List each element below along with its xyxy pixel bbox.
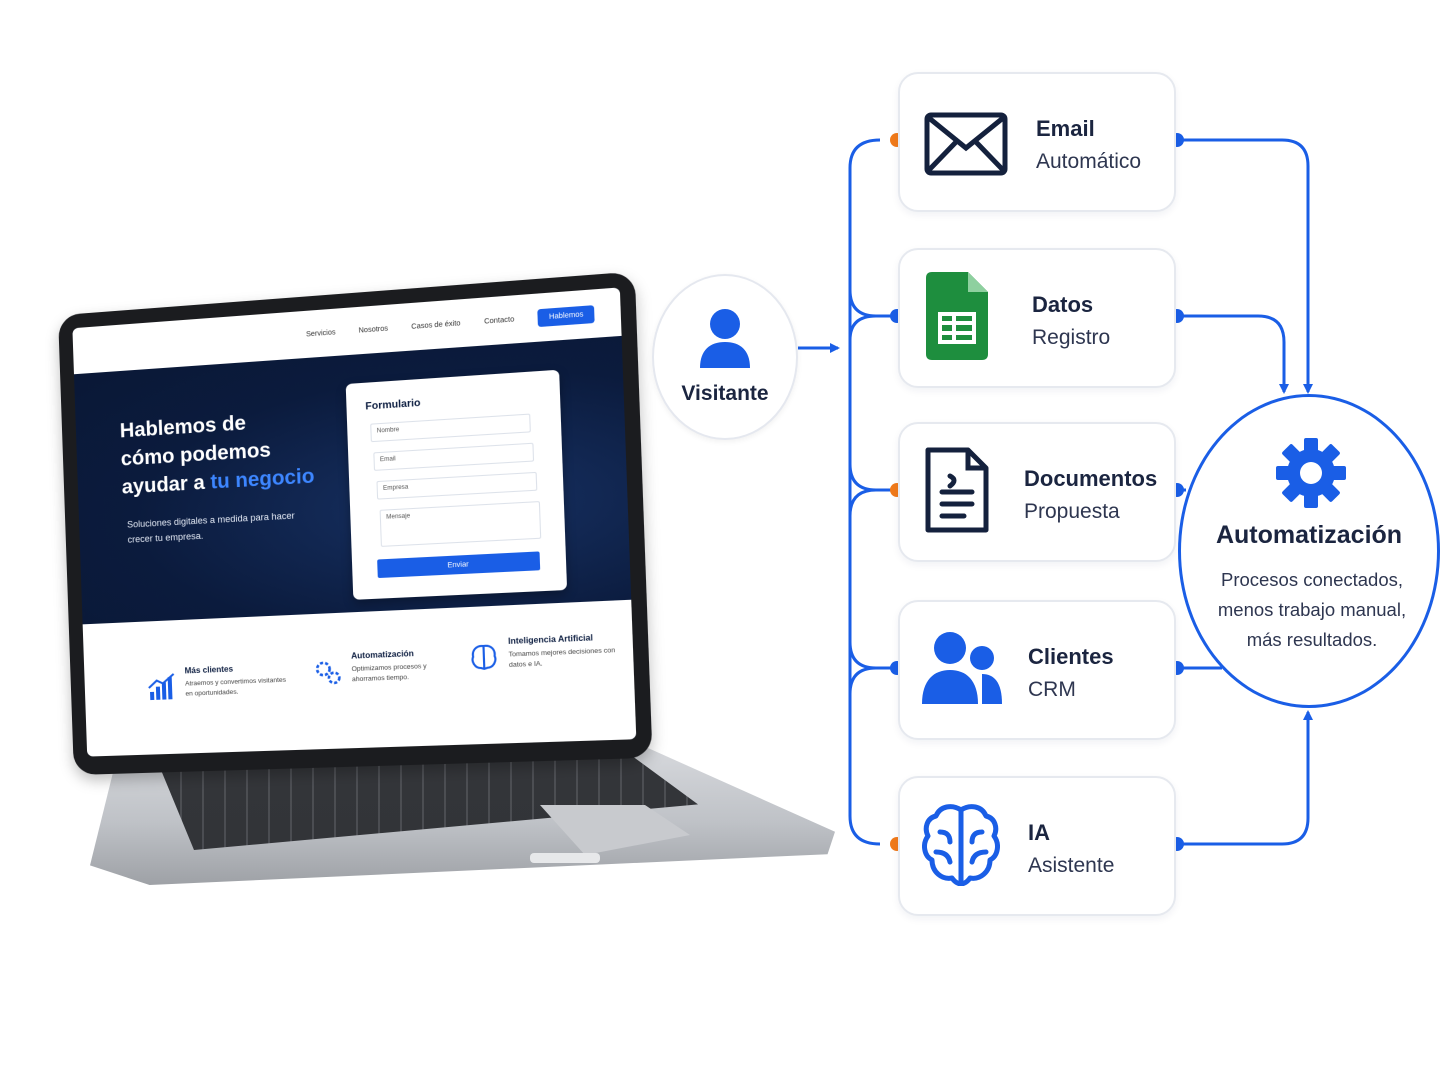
users-icon bbox=[922, 632, 1002, 704]
hub-description-line: menos trabajo manual, bbox=[1217, 599, 1407, 620]
node-subtitle: Propuesta bbox=[1024, 500, 1120, 523]
feature-title: Más clientes bbox=[184, 664, 234, 676]
node-title: Documentos bbox=[1024, 466, 1158, 491]
envelope-icon bbox=[924, 112, 1008, 176]
laptop-lid: Servicios Nosotros Casos de éxito Contac… bbox=[58, 271, 653, 776]
site-hero: Hablemos de cómo podemos ayudar a tu neg… bbox=[73, 335, 632, 625]
node-subtitle: Registro bbox=[1032, 326, 1111, 349]
spreadsheet-icon bbox=[926, 272, 988, 360]
hero-subtitle: Soluciones digitales a medida para hacer… bbox=[126, 510, 295, 545]
nav-link-contacto[interactable]: Contacto bbox=[483, 315, 515, 326]
feature-desc: Tomamos mejores decisiones con datos e I… bbox=[508, 646, 616, 670]
feature-automation: Automatización Optimizamos procesos y ah… bbox=[351, 647, 458, 685]
hero-title-text: ayudar a bbox=[121, 471, 211, 499]
node-title: Datos bbox=[1032, 292, 1094, 317]
node-clientes: Clientes CRM bbox=[898, 600, 1176, 740]
submit-button[interactable]: Enviar bbox=[377, 551, 541, 579]
brain-icon bbox=[467, 641, 500, 674]
feature-desc: Atraemos y convertimos visitantes en opo… bbox=[184, 676, 287, 698]
hub-description-line: más resultados. bbox=[1246, 629, 1378, 650]
laptop-screen: Servicios Nosotros Casos de éxito Contac… bbox=[72, 287, 637, 757]
datos-output bbox=[1177, 314, 1289, 394]
form-title: Formulario bbox=[365, 397, 421, 413]
gears-icon bbox=[312, 656, 344, 688]
node-title: Email bbox=[1036, 116, 1095, 141]
nav-link-nosotros[interactable]: Nosotros bbox=[358, 324, 389, 335]
brain-icon bbox=[922, 804, 1000, 886]
site-features: Más clientes Atraemos y convertimos visi… bbox=[82, 599, 637, 757]
feature-title: Inteligencia Artificial bbox=[507, 633, 594, 647]
feature-more-clients: Más clientes Atraemos y convertimos visi… bbox=[184, 662, 288, 701]
feature-desc: Optimizamos procesos y ahorramos tiempo. bbox=[351, 662, 427, 684]
node-subtitle: CRM bbox=[1028, 678, 1076, 701]
feature-ai: Inteligencia Artificial Tomamos mejores … bbox=[508, 632, 618, 671]
nav-link-casos[interactable]: Casos de éxito bbox=[411, 319, 461, 331]
node-title: Clientes bbox=[1028, 644, 1114, 669]
node-subtitle: Automático bbox=[1036, 150, 1142, 173]
node-datos: Datos Registro bbox=[898, 248, 1176, 388]
feature-title: Automatización bbox=[350, 648, 415, 661]
automation-hub: Automatización Procesos conectados, meno… bbox=[1178, 394, 1440, 708]
growth-chart-icon bbox=[146, 671, 177, 701]
node-email: Email Automático bbox=[898, 72, 1176, 212]
node-ia: IA Asistente bbox=[898, 776, 1176, 916]
email-field[interactable]: Email bbox=[373, 442, 535, 471]
nav-link-servicios[interactable]: Servicios bbox=[305, 328, 336, 338]
message-field[interactable]: Mensaje bbox=[379, 501, 542, 547]
node-documentos: Documentos Propuesta bbox=[898, 422, 1176, 562]
user-icon bbox=[700, 309, 750, 368]
hub-title: Automatización bbox=[1215, 521, 1403, 549]
hero-title-accent: tu negocio bbox=[210, 465, 315, 494]
visitor-node: Visitante bbox=[652, 274, 798, 440]
hub-description-line: Procesos conectados, bbox=[1220, 569, 1404, 590]
hero-title: Hablemos de cómo podemos ayudar a tu neg… bbox=[119, 403, 336, 501]
laptop-hinge bbox=[530, 853, 600, 863]
hub-description: Procesos conectados, menos trabajo manua… bbox=[1201, 565, 1423, 655]
email-output bbox=[1177, 138, 1313, 394]
nav-cta-button[interactable]: Hablemos bbox=[537, 304, 595, 327]
company-field[interactable]: Empresa bbox=[376, 471, 538, 500]
ia-output bbox=[1177, 710, 1313, 846]
node-subtitle: Asistente bbox=[1028, 854, 1115, 877]
gear-icon bbox=[1276, 438, 1346, 508]
document-icon bbox=[925, 447, 989, 533]
laptop-mockup: Servicios Nosotros Casos de éxito Contac… bbox=[30, 271, 835, 915]
name-field[interactable]: Nombre bbox=[370, 413, 531, 443]
visitor-label: Visitante bbox=[681, 382, 769, 405]
input-bus bbox=[848, 138, 881, 846]
node-title: IA bbox=[1028, 820, 1050, 845]
contact-form: Formulario Nombre Email Empresa Mensaje … bbox=[345, 369, 568, 600]
